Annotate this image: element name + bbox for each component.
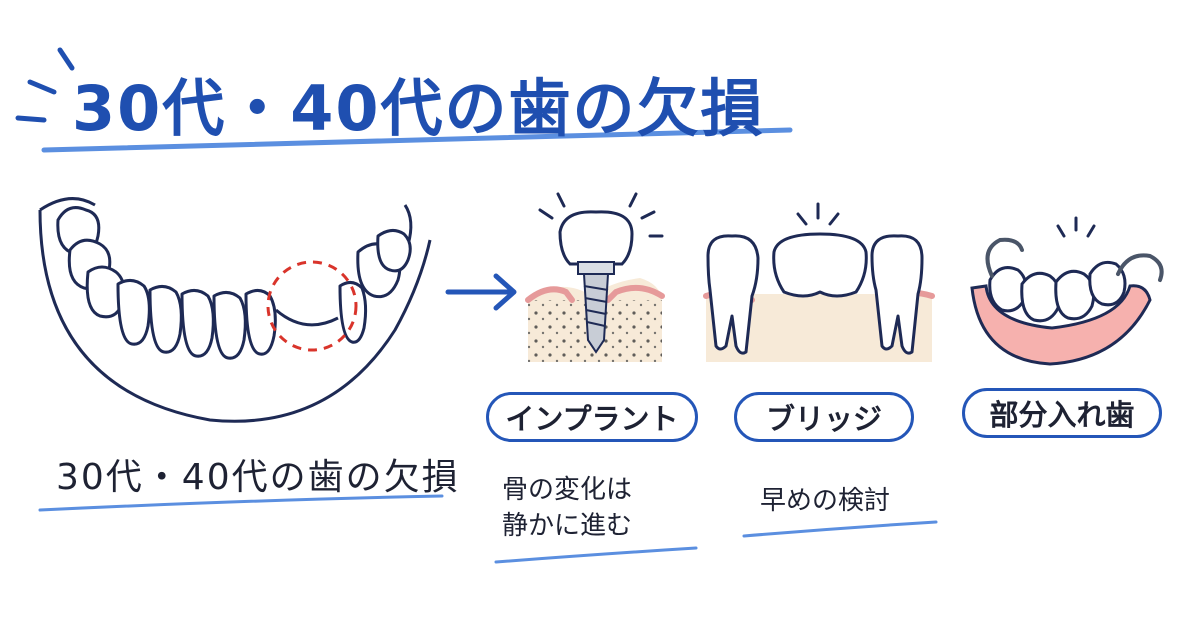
missing-tooth-marker-icon: [266, 260, 358, 352]
option-label-partial-denture: 部分入れ歯: [962, 388, 1162, 438]
dental-bridge-icon: [703, 232, 935, 362]
sparkle-icon: [15, 47, 75, 123]
title-underline: [41, 127, 793, 153]
sparkle-icon: [1056, 216, 1096, 238]
lower-jaw-icon: [38, 197, 432, 423]
page-title: 30代・40代の歯の欠損: [72, 72, 765, 145]
caption-underline: [38, 494, 444, 512]
option-label-text: ブリッジ: [765, 402, 882, 436]
bridge-note-underline: [742, 520, 938, 538]
option-label-implant: インプラント: [486, 392, 698, 442]
option-label-text: 部分入れ歯: [989, 398, 1135, 432]
sparkle-icon: [796, 202, 840, 226]
bridge-note: 早めの検討: [760, 486, 891, 516]
implant-note-line-2: 静かに進む: [502, 511, 633, 541]
arrow-right-icon: [445, 273, 517, 311]
implant-note-underline: [494, 546, 698, 564]
option-label-text: インプラント: [505, 402, 679, 436]
partial-denture-icon: [970, 237, 1164, 366]
jaw-caption: 30代・40代の歯の欠損: [56, 457, 460, 498]
option-label-bridge: ブリッジ: [734, 392, 914, 442]
dental-implant-icon: [525, 210, 665, 362]
implant-note: 骨の変化は 静かに進む: [502, 472, 632, 544]
sparkle-icon: [538, 192, 664, 238]
implant-note-line-1: 骨の変化は: [502, 475, 633, 505]
